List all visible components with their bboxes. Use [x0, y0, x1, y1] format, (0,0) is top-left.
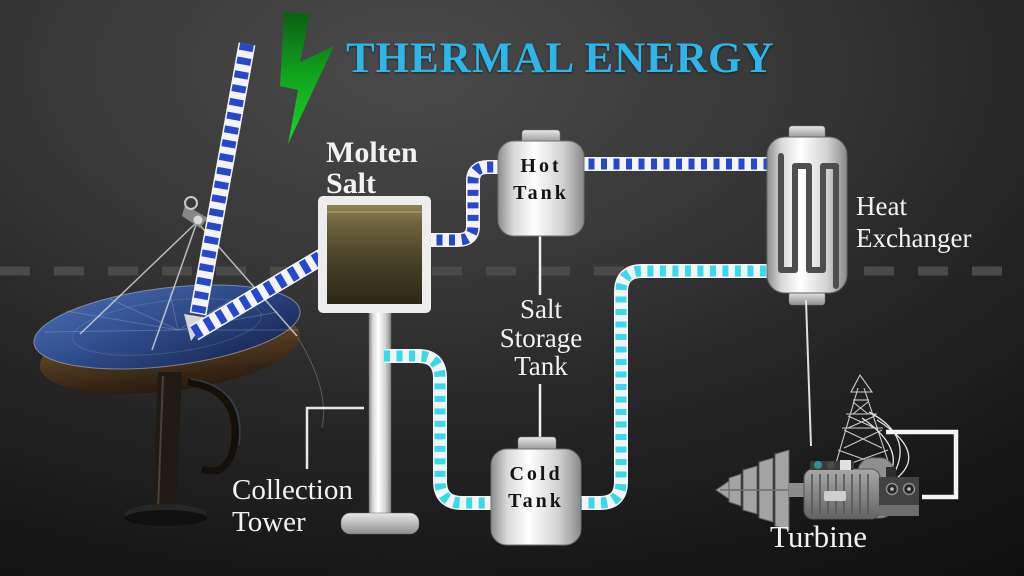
- collection-tower-label-line1: Collection: [232, 474, 353, 506]
- page-title: THERMAL ENERGY: [346, 35, 775, 82]
- hot-pipe-dish-to-molten-salt: [189, 244, 335, 341]
- molten-salt-tank: [318, 196, 431, 313]
- cold-tank-label: Cold Tank: [491, 461, 581, 515]
- cold-tank-vessel: [490, 436, 582, 546]
- turbine-generator-icon: [715, 449, 919, 531]
- transmission-tower-icon: [833, 373, 892, 471]
- molten-salt-liquid: [327, 205, 422, 304]
- collection-tower-label-line2: Tower: [232, 506, 306, 539]
- collection-tower-label: Collection Tower: [232, 474, 353, 539]
- molten-salt-label: Molten Salt: [326, 136, 418, 200]
- hot-tank-label-line1: Hot: [520, 155, 562, 177]
- hot-pipe-molten-salt-to-hot-tank: [424, 160, 506, 247]
- electricity-output-line: [886, 429, 959, 500]
- heat-exchanger-coil-icon: [766, 125, 848, 306]
- hot-tank-label: Hot Tank: [498, 153, 584, 207]
- hot-tank-vessel: [497, 129, 585, 237]
- heat-exchanger-turbine-line: [805, 299, 812, 447]
- turbine-label: Turbine: [770, 519, 868, 554]
- salt-storage-label-line3: Tank: [514, 351, 568, 382]
- molten-salt-label-line1: Molten: [326, 136, 418, 169]
- heat-exchanger-label-line1: Heat: [856, 191, 907, 221]
- salt-storage-tank-label: Salt Storage Tank: [468, 295, 614, 381]
- cold-tank-label-line2: Tank: [508, 490, 564, 512]
- heat-exchanger-coil: [778, 153, 839, 289]
- cold-pipe-tower-to-cold-tank: [384, 349, 498, 510]
- molten-salt-label-line2: Salt: [326, 166, 377, 200]
- heat-exchanger-label: Heat Exchanger: [856, 190, 971, 255]
- lightning-bolt-icon: [280, 12, 334, 144]
- cold-pipe-cold-tank-to-heat-exchanger: [576, 264, 772, 510]
- hot-tank-label-line2: Tank: [513, 182, 569, 204]
- cold-tank-label-line1: Cold: [509, 463, 563, 485]
- heat-exchanger-label-line2: Exchanger: [856, 223, 972, 254]
- collection-tower-leader-line: [305, 406, 364, 469]
- salt-storage-label-line1: Salt: [519, 294, 562, 324]
- salt-storage-label-line2: Storage: [499, 322, 583, 353]
